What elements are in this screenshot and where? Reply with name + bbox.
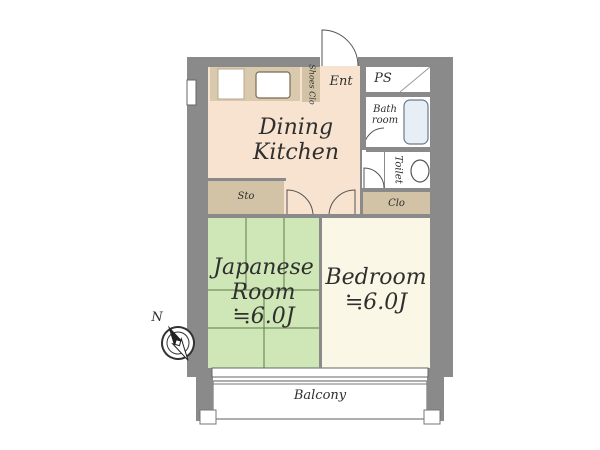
compass-rose — [161, 325, 195, 361]
entrance-floor — [320, 66, 360, 98]
japanese-room-size: ≒6.0J — [232, 304, 295, 330]
balcony-partition-left — [199, 409, 217, 425]
japanese-room-line2: Room — [231, 279, 296, 305]
bathroom-line2: room — [371, 115, 399, 127]
bedroom-floor — [322, 218, 430, 368]
wash-area-floor — [362, 150, 384, 188]
tatami-lines — [208, 218, 319, 368]
closet-label: Clo — [388, 198, 405, 209]
toilet-label: Toilet — [392, 155, 404, 184]
toilet-bowl — [410, 159, 430, 183]
balcony-floor — [212, 380, 428, 420]
compass-north-label: N — [151, 310, 163, 325]
closet-floor — [363, 192, 430, 217]
dining-kitchen-label: Dining Kitchen — [246, 115, 346, 165]
bathtub — [403, 99, 429, 145]
shoes-closet-label: Shoes Clo — [307, 64, 317, 105]
bedroom-line1: Bedroom — [325, 265, 427, 290]
window-south — [211, 367, 429, 378]
pipe-space-hatch — [399, 66, 431, 93]
entrance-label: Ent — [329, 74, 353, 89]
balcony-label: Balcony — [293, 388, 347, 403]
dining-kitchen-line2: Kitchen — [253, 139, 339, 165]
bathroom-label: Bath room — [368, 104, 402, 126]
dining-kitchen-line1: Dining — [258, 115, 334, 140]
japanese-room-line1: Japanese — [213, 255, 314, 280]
bathroom-line1: Bath — [373, 104, 397, 115]
fridge-space — [217, 68, 245, 100]
kitchen-sink — [255, 71, 291, 99]
storage-label: Sto — [237, 191, 255, 202]
hall-floor — [285, 180, 360, 216]
storage-floor — [208, 181, 284, 214]
interior-walls — [208, 67, 430, 368]
japanese-room-label: Japanese Room ≒6.0J — [208, 255, 319, 330]
bedroom-size: ≒6.0J — [344, 289, 408, 315]
entrance-gap — [320, 52, 358, 66]
balcony-partition-right — [423, 409, 441, 425]
bedroom-label: Bedroom ≒6.0J — [322, 265, 430, 315]
pipe-space-label: PS — [374, 71, 392, 86]
shoes-closet-floor — [302, 67, 320, 102]
window-west — [186, 79, 197, 106]
pipe-space-floor — [366, 67, 430, 92]
